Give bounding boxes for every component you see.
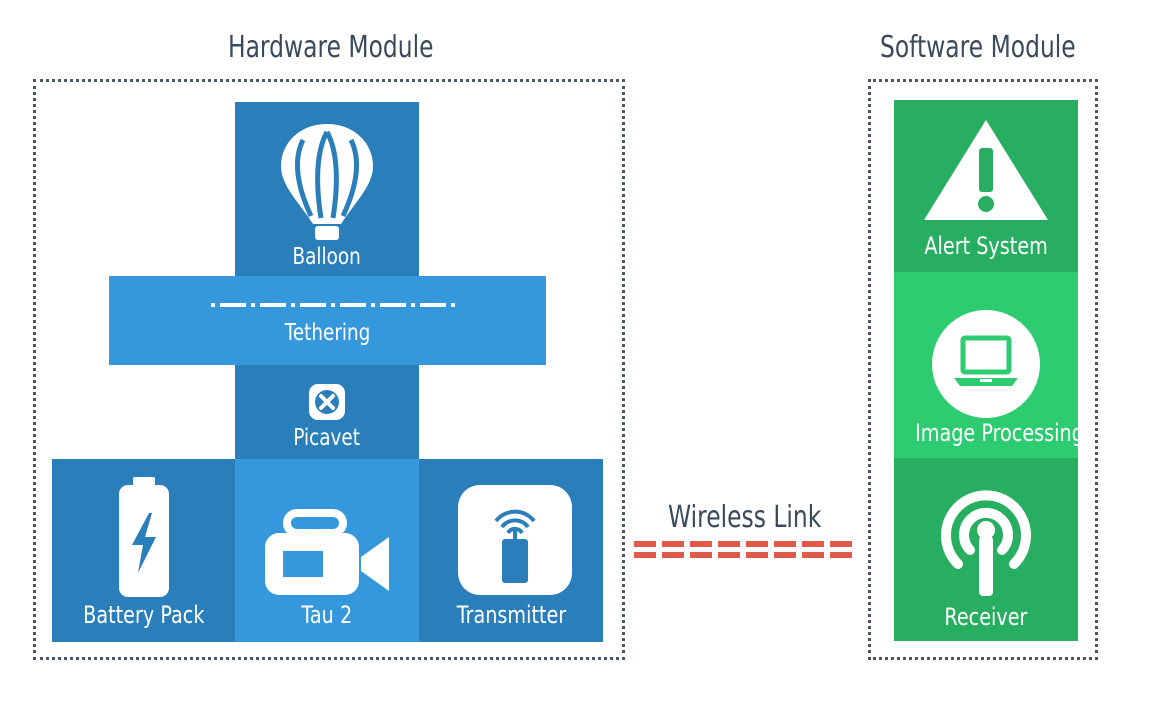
battery-pack-block: Battery Pack (52, 459, 235, 642)
software-module-frame (868, 79, 1098, 660)
tethering-block: Tethering (109, 276, 546, 365)
tether-line-icon (211, 303, 457, 307)
alert-system-label: Alert System (924, 232, 1048, 260)
hardware-module-title: Hardware Module (228, 30, 434, 65)
warning-icon (924, 120, 1048, 220)
battery-pack-label: Battery Pack (82, 601, 205, 629)
software-module-title: Software Module (880, 30, 1076, 65)
video-camera-icon (265, 509, 389, 595)
antenna-icon (941, 490, 1031, 596)
transmitter-block: Transmitter (419, 459, 603, 642)
tethering-label: Tethering (284, 320, 371, 346)
image-processing-label: Image Processing (915, 419, 1084, 447)
receiver-block: Receiver (894, 458, 1078, 641)
balloon-icon (281, 124, 373, 240)
hardware-module-frame (33, 79, 625, 660)
battery-icon (119, 477, 169, 597)
balloon-label: Balloon (292, 244, 362, 270)
tau2-label: Tau 2 (301, 601, 353, 629)
picavet-block: Picavet (235, 365, 419, 459)
tau2-block: Tau 2 (235, 459, 419, 642)
alert-system-block: Alert System (894, 100, 1078, 272)
image-processing-block: Image Processing (894, 272, 1084, 458)
transmitter-label: Transmitter (456, 601, 566, 629)
wireless-link-label: Wireless Link (668, 500, 822, 535)
balloon-block: Balloon (235, 102, 419, 276)
receiver-label: Receiver (944, 603, 1028, 631)
laptop-icon (932, 310, 1040, 418)
transmitter-icon (458, 485, 572, 595)
picavet-label: Picavet (293, 425, 361, 451)
wireless-link-line (634, 541, 856, 558)
picavet-icon (309, 384, 345, 420)
